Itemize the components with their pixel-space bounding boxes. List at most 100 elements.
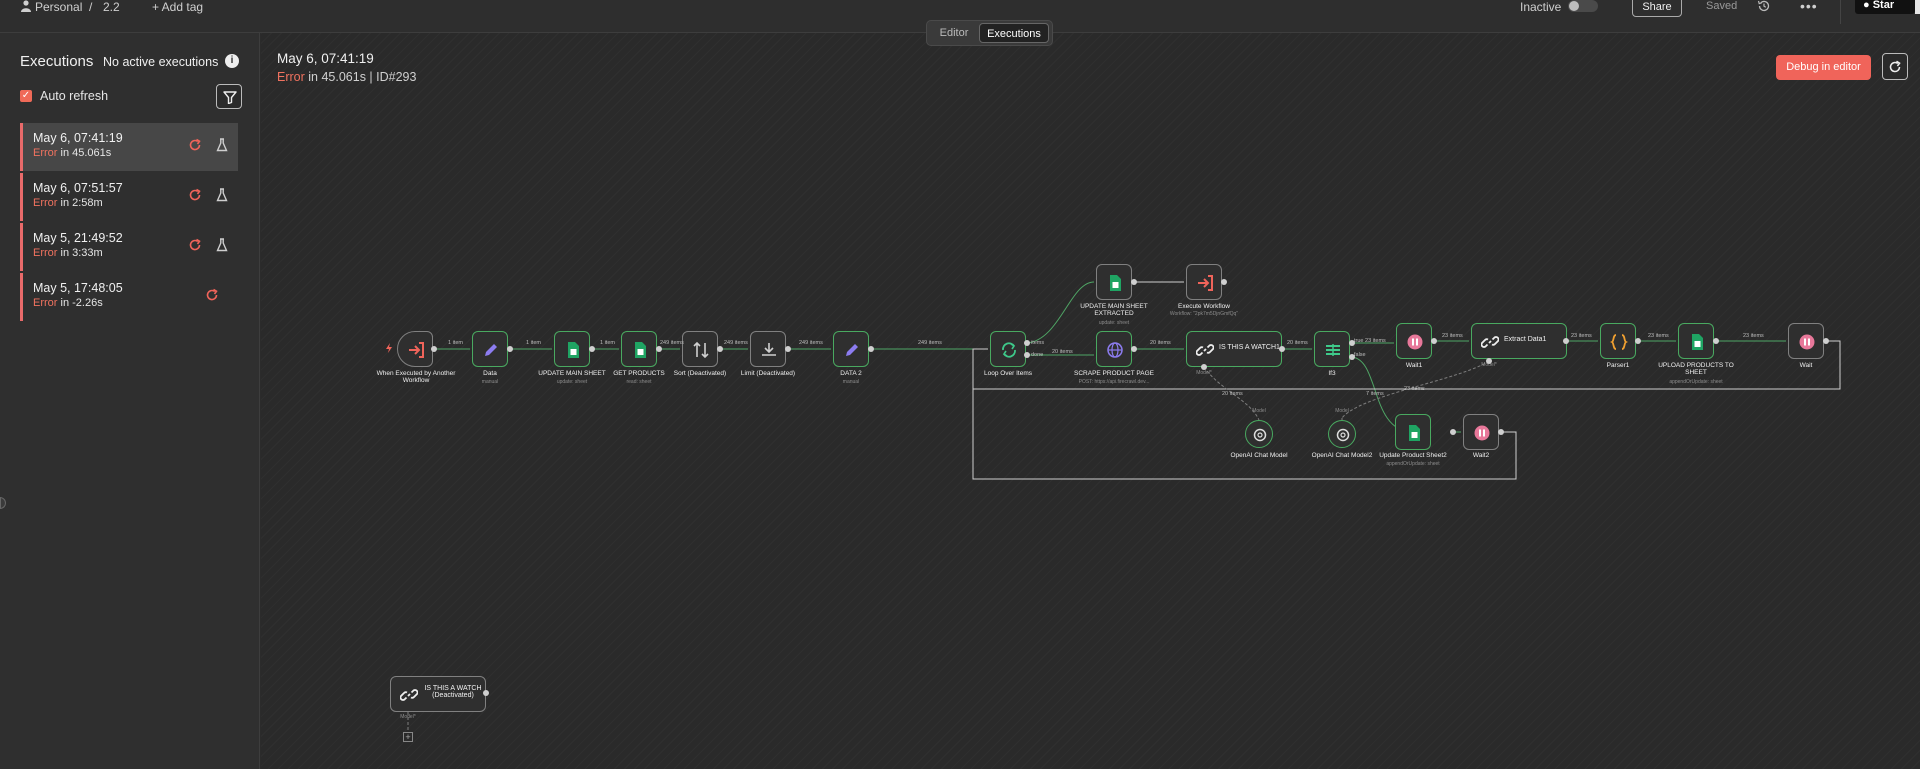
node-output-dot[interactable] (1431, 338, 1437, 344)
edge-label: 23 items (1404, 386, 1425, 392)
retry-icon[interactable] (188, 188, 202, 202)
edge-label: 1 item (448, 340, 463, 346)
node-output-dot[interactable] (1349, 340, 1355, 346)
node-output-dot[interactable] (1221, 279, 1227, 285)
info-icon[interactable]: i (225, 54, 239, 68)
node-label: UPLOAD PRODUCTS TO SHEET (1658, 362, 1734, 376)
node-update-main-sheet[interactable] (554, 331, 590, 367)
node-output-dot[interactable] (483, 690, 489, 696)
add-tag-button[interactable]: + Add tag (152, 0, 204, 14)
node-output-dot[interactable] (1349, 354, 1355, 360)
node-label: DATA 2 (840, 370, 862, 377)
node-output-dot[interactable] (1450, 429, 1456, 435)
refresh-button[interactable] (1882, 53, 1908, 80)
execution-item[interactable]: May 5, 21:49:52 Error in 3:33m (20, 223, 238, 271)
node-output-dot[interactable] (656, 346, 662, 352)
node-label: Limit (Deactivated) (740, 370, 796, 377)
sheets-icon (568, 342, 579, 358)
node-output-dot[interactable] (1279, 346, 1285, 352)
node-output-dot[interactable] (1635, 338, 1641, 344)
node-label: SCRAPE PRODUCT PAGE (1074, 370, 1154, 377)
breadcrumb-personal[interactable]: Personal (35, 0, 83, 14)
node-extract-data1[interactable]: Extract Data1 (1471, 323, 1567, 359)
retry-icon[interactable] (188, 238, 202, 252)
node-upload-products[interactable] (1678, 323, 1714, 359)
sign-in-arrow-icon (1198, 275, 1213, 291)
auto-refresh-checkbox[interactable]: ✓ (20, 90, 32, 102)
node-update-main-sheet-extracted[interactable] (1096, 264, 1132, 300)
node-output-dot[interactable] (507, 346, 513, 352)
node-output-dot[interactable] (868, 346, 874, 352)
node-output-dot[interactable] (1823, 338, 1829, 344)
workflow-name[interactable]: 2.2 (103, 0, 120, 14)
node-wait1[interactable] (1396, 323, 1432, 359)
tab-editor[interactable]: Editor (939, 27, 969, 39)
node-output-dot[interactable] (431, 346, 437, 352)
active-status-label: Inactive (1520, 0, 1562, 14)
edge-label: 1 item (526, 340, 541, 346)
node-wait2[interactable] (1463, 414, 1499, 450)
node-output-dot[interactable] (717, 346, 723, 352)
node-parser1[interactable] (1600, 323, 1636, 359)
tab-executions[interactable]: Executions (979, 23, 1049, 43)
node-openai-chat-model2[interactable] (1328, 420, 1356, 448)
execution-date: May 5, 21:49:52 (33, 231, 123, 245)
node-output-dot[interactable] (1498, 429, 1504, 435)
node-input-dot[interactable] (1201, 364, 1207, 370)
workflow-canvas[interactable] (261, 33, 1920, 769)
openai-icon (1253, 428, 1267, 442)
flask-icon[interactable] (216, 138, 228, 152)
node-output-dot[interactable] (1563, 338, 1569, 344)
node-wait[interactable] (1788, 323, 1824, 359)
edge-label: 23 items (1743, 333, 1764, 339)
node-data[interactable] (472, 331, 508, 367)
more-options-icon[interactable]: ••• (1800, 0, 1818, 14)
node-if3[interactable] (1314, 331, 1350, 367)
node-input-dot[interactable] (1486, 358, 1492, 364)
node-output-dot[interactable] (1131, 346, 1137, 352)
add-model-icon[interactable]: + (403, 732, 413, 742)
execution-item[interactable]: May 5, 17:48:05 Error in -2.26s (20, 273, 238, 321)
node-get-products[interactable] (621, 331, 657, 367)
node-data-2[interactable] (833, 331, 869, 367)
github-star-button[interactable]: ● Star (1855, 0, 1915, 14)
node-output-dot[interactable] (1024, 340, 1030, 346)
node-limit[interactable] (750, 331, 786, 367)
share-button[interactable]: Share (1632, 0, 1682, 17)
history-icon[interactable] (1757, 0, 1771, 13)
pause-icon (1407, 334, 1423, 350)
execution-duration: in 2:58m (60, 197, 103, 209)
execution-status: Error in 45.061s (33, 147, 111, 159)
node-is-this-a-watch-deactivated[interactable]: IS THIS A WATCH (Deactivated) (390, 676, 486, 712)
flask-icon[interactable] (216, 188, 228, 202)
node-output-dot[interactable] (589, 346, 595, 352)
node-output-dot[interactable] (785, 346, 791, 352)
retry-icon[interactable] (188, 138, 202, 152)
execution-item[interactable]: May 6, 07:41:19 Error in 45.061s (20, 123, 238, 171)
node-is-this-a-watch1[interactable]: IS THIS A WATCH1 (1186, 331, 1282, 367)
node-openai-chat-model[interactable] (1245, 420, 1273, 448)
flask-icon[interactable] (216, 238, 228, 252)
node-scrape-product-page[interactable] (1096, 331, 1132, 367)
node-sort[interactable] (682, 331, 718, 367)
execution-item[interactable]: May 6, 07:51:57 Error in 2:58m (20, 173, 238, 221)
active-toggle[interactable] (1568, 0, 1598, 12)
node-output-dot[interactable] (1024, 352, 1030, 358)
node-subtitle: update: sheet (1098, 320, 1130, 326)
node-output-dot[interactable] (1713, 338, 1719, 344)
node-output-dot[interactable] (1131, 279, 1137, 285)
node-execute-workflow[interactable] (1186, 264, 1222, 300)
sidebar-title: Executions (20, 53, 94, 70)
retry-icon[interactable] (205, 288, 219, 302)
auto-refresh-label[interactable]: Auto refresh (40, 89, 109, 103)
node-when-executed[interactable] (397, 331, 433, 367)
globe-icon (1107, 342, 1123, 358)
star-label: Star (1872, 0, 1895, 11)
node-subtitle: Model* (1481, 362, 1497, 368)
node-loop-over-items[interactable] (990, 331, 1026, 367)
debug-in-editor-button[interactable]: Debug in editor (1776, 55, 1871, 80)
node-update-product-sheet2[interactable] (1395, 414, 1431, 450)
filter-button[interactable] (216, 84, 242, 109)
execution-title: May 6, 07:41:19 (277, 51, 374, 66)
edge-label: 20 items (1287, 340, 1308, 346)
